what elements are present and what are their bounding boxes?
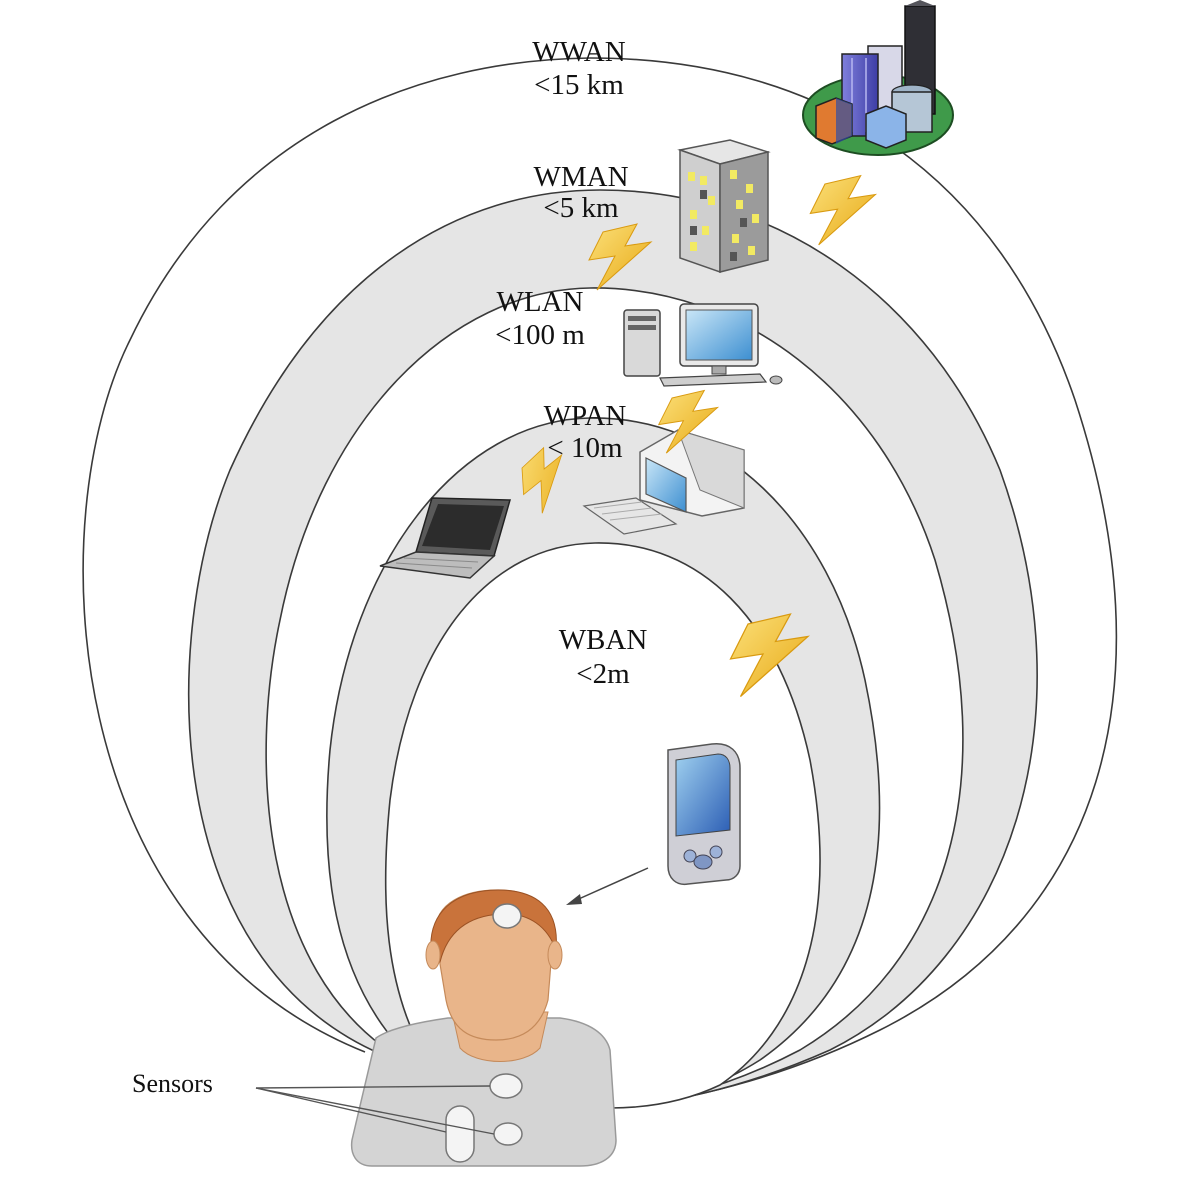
- person-icon: [350, 889, 617, 1167]
- zone-range: <15 km: [534, 69, 624, 101]
- zone-name: WBAN: [559, 624, 648, 656]
- pda-link-arrow: [566, 867, 649, 905]
- desktop-computer-icon: [623, 303, 783, 387]
- computer-terminal-icon: [582, 429, 745, 535]
- zone-label-wpan: WPAN < 10m: [544, 400, 627, 464]
- city-icon: [802, 0, 954, 156]
- zone-label-wlan: WLAN <100 m: [495, 286, 585, 351]
- zone-range: <5 km: [543, 192, 619, 224]
- zone-name: WWAN: [532, 36, 625, 68]
- laptop-icon: [379, 497, 511, 579]
- chest-sensor: [489, 1073, 523, 1099]
- zone-label-wman: WMAN <5 km: [533, 161, 628, 224]
- waist-sensor: [493, 1122, 523, 1146]
- zone-label-wban: WBAN <2m: [559, 624, 648, 690]
- zone-name: WLAN: [497, 286, 584, 318]
- office-building-icon: [677, 139, 771, 274]
- zone-rings: [82, 57, 1118, 1109]
- hip-sensor: [445, 1105, 475, 1163]
- head-sensor: [492, 903, 522, 929]
- pda-icon: [667, 743, 741, 886]
- zone-name: WMAN: [533, 161, 628, 193]
- zone-name: WPAN: [544, 400, 627, 432]
- zone-range: <100 m: [495, 319, 585, 351]
- zone-label-wwan: WWAN <15 km: [532, 36, 625, 101]
- zone-range: <2m: [576, 658, 630, 690]
- sensors-callout: Sensors: [132, 1069, 495, 1135]
- sensors-label: Sensors: [132, 1069, 213, 1098]
